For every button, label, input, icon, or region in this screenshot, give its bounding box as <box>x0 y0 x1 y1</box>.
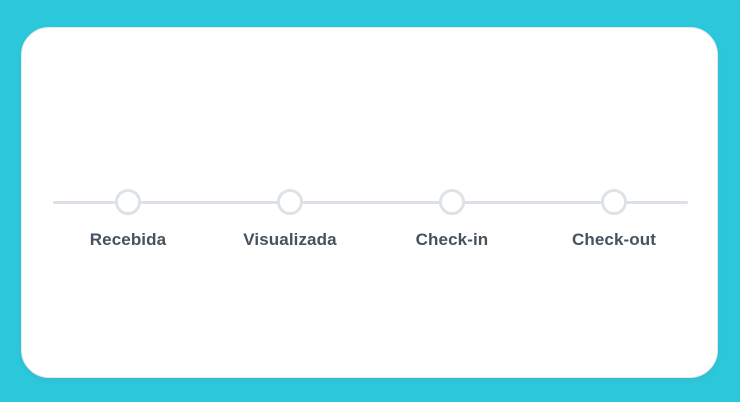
stepper-track-line <box>53 201 688 204</box>
step-circle-icon[interactable] <box>601 189 628 215</box>
stepper-step-label: Visualizada <box>243 230 337 249</box>
stepper-step-label: Recebida <box>89 230 167 249</box>
step-circle-icon[interactable] <box>438 189 465 215</box>
stepper-step-label: Check-in <box>415 230 489 249</box>
step-circle-icon[interactable] <box>276 189 303 215</box>
status-card: Recebida Visualizada Check-in Check-out <box>21 27 718 378</box>
order-status-stepper: Recebida Visualizada Check-in Check-out <box>53 176 688 249</box>
step-circle-icon[interactable] <box>114 189 141 215</box>
stepper-step-label: Check-out <box>572 230 657 249</box>
